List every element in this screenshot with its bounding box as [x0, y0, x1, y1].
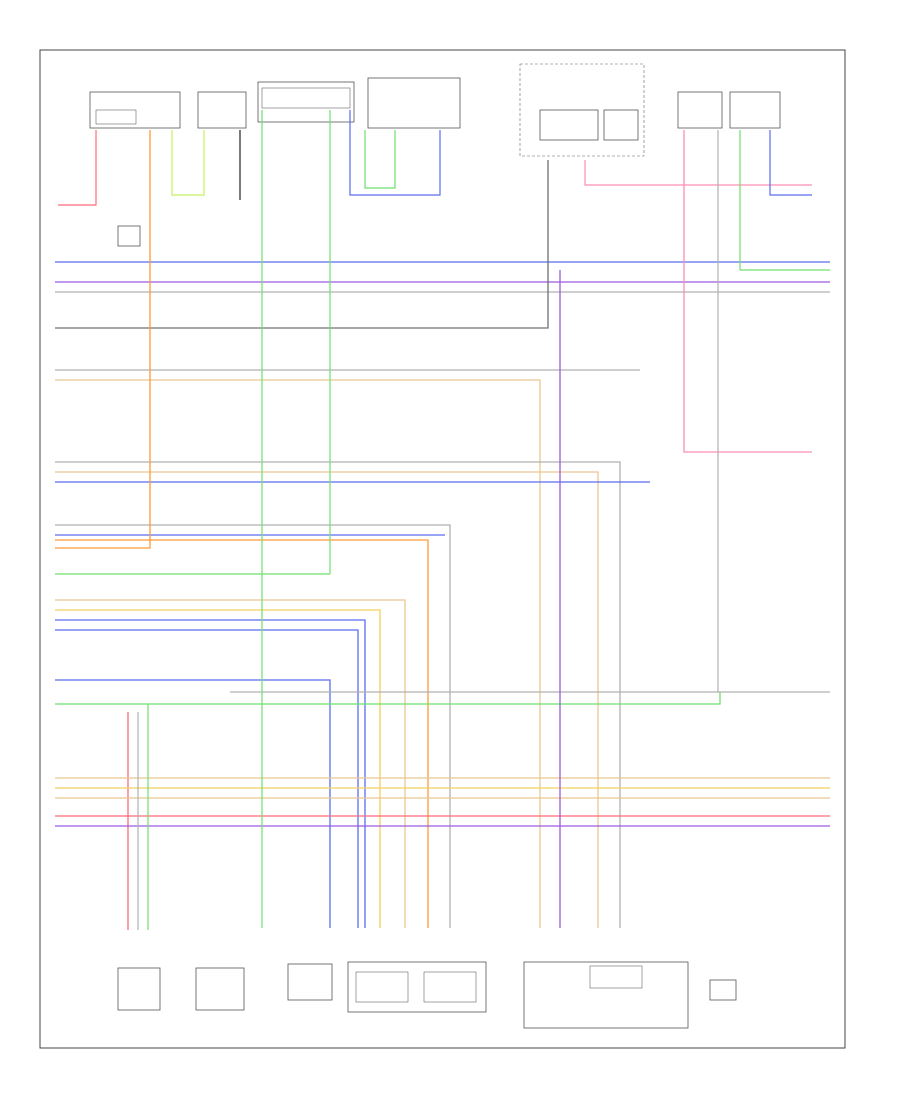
- wire-w18: [55, 609, 381, 928]
- wire-w21: [55, 679, 331, 928]
- component-b4-inner1: [355, 971, 409, 1003]
- ground-box: [117, 225, 141, 247]
- wire-w17: [55, 599, 406, 928]
- component-b2: [195, 967, 245, 1011]
- diagram-frame: [39, 49, 846, 1049]
- feed-wire-7: [584, 160, 812, 186]
- feed-wire-6: [364, 130, 396, 189]
- bottom-components: [117, 961, 737, 1029]
- wire-w15: [55, 130, 151, 549]
- wire-w08: [683, 130, 812, 453]
- wire-w20: [55, 629, 359, 928]
- wire-w07: [55, 379, 541, 928]
- component-c6: [677, 91, 723, 129]
- feed-wire-5: [349, 110, 441, 196]
- component-b4-inner2: [423, 971, 477, 1003]
- wire-w14: [55, 539, 429, 928]
- wire-w23: [55, 692, 721, 705]
- component-b1: [117, 967, 161, 1011]
- feed-wire-1: [58, 130, 97, 206]
- top-components: [89, 63, 781, 247]
- feed-wire-2: [171, 130, 205, 196]
- component-c7: [729, 91, 781, 129]
- component-b5-inner: [589, 965, 643, 989]
- component-c5: [519, 63, 645, 157]
- component-b4: [347, 961, 487, 1013]
- component-c4: [367, 77, 461, 129]
- component-c5-inner: [539, 109, 599, 141]
- component-c3: [257, 81, 355, 123]
- component-c1: [89, 91, 181, 129]
- wire-layer: [55, 110, 830, 930]
- wire-w19: [55, 619, 366, 928]
- component-c3-inner: [261, 87, 351, 109]
- wire-w10: [55, 471, 599, 928]
- component-c1-inner: [95, 109, 137, 125]
- wire-w12: [55, 524, 451, 928]
- component-b6: [709, 979, 737, 1001]
- wire-w09: [55, 461, 621, 928]
- feed-wire-8: [769, 130, 812, 196]
- wire-w05: [55, 160, 549, 329]
- component-b3: [287, 963, 333, 1001]
- component-c2: [197, 91, 247, 129]
- component-b5: [523, 961, 689, 1029]
- component-c5-inner2: [603, 109, 639, 141]
